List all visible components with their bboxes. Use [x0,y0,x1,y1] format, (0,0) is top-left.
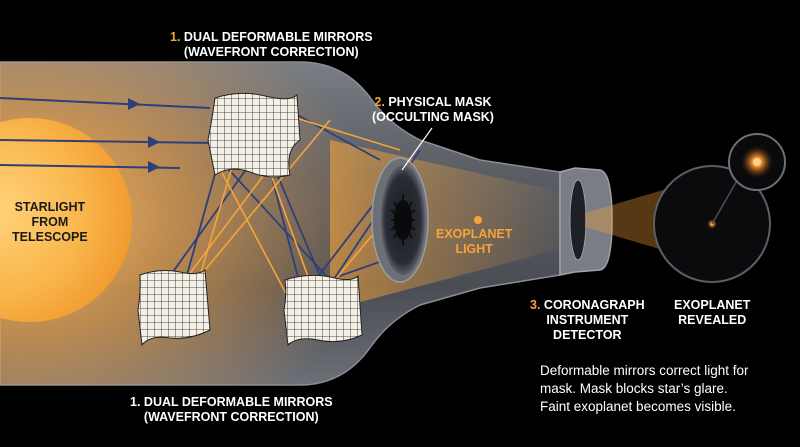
mask-pointer [401,127,433,171]
revealed-line1: EXOPLANET [674,298,751,312]
label-exoplanet-revealed: EXOPLANET REVEALED [674,298,750,328]
caption-line1: Deformable mirrors correct light for [540,363,749,378]
mirrors-bottom-line2: (WAVEFRONT CORRECTION) [143,410,319,424]
caption-line3: Faint exoplanet becomes visible. [540,399,736,414]
label-starlight: STARLIGHT FROM TELESCOPE [12,200,88,245]
label-mirrors-bottom: 1. DUAL DEFORMABLE MIRRORS (WAVEFRONT CO… [130,395,333,425]
explanation-caption: Deformable mirrors correct light for mas… [540,362,749,416]
detector-line2: INSTRUMENT [546,313,629,327]
label-mirrors-top: 1. DUAL DEFORMABLE MIRRORS (WAVEFRONT CO… [170,30,373,60]
exoplanet-light-dot [474,216,482,224]
exoplanet-light-line1: EXOPLANET [436,227,513,241]
starlight-line1: STARLIGHT [14,200,86,214]
starlight-line2: FROM [31,215,69,229]
deformable-mirror-top [207,92,301,178]
mask-line2: (OCCULTING MASK) [372,110,494,124]
label-physical-mask: 2. PHYSICAL MASK (OCCULTING MASK) [372,95,494,125]
mirrors-top-number: 1. [170,30,181,44]
star-disk [0,118,132,322]
detector-line3: DETECTOR [553,328,622,342]
exoplanet-light-line2: LIGHT [455,242,493,256]
mirrors-top-line2: (WAVEFRONT CORRECTION) [183,45,359,59]
label-detector: 3. CORONAGRAPH INSTRUMENT DETECTOR [530,298,645,343]
mirrors-bottom-number: 1. [130,395,141,409]
mask-star-blocker [390,194,416,246]
starlight-line3: TELESCOPE [12,230,88,244]
revealed-line2: REVEALED [678,313,747,327]
mask-line1: PHYSICAL MASK [388,95,492,109]
detector-face [569,179,587,261]
mirrors-top-line1: DUAL DEFORMABLE MIRRORS [183,30,373,44]
mirrors-bottom-line1: DUAL DEFORMABLE MIRRORS [143,395,333,409]
label-exoplanet-light: EXOPLANET LIGHT [436,227,512,257]
mask-number: 2. [374,95,385,109]
detector-line1: CORONAGRAPH [543,298,645,312]
caption-line2: mask. Mask blocks star’s glare. [540,381,728,396]
detector-number: 3. [530,298,541,312]
deformable-mirror-bottom-left [137,268,211,347]
deformable-mirror-bottom-right [283,274,363,347]
